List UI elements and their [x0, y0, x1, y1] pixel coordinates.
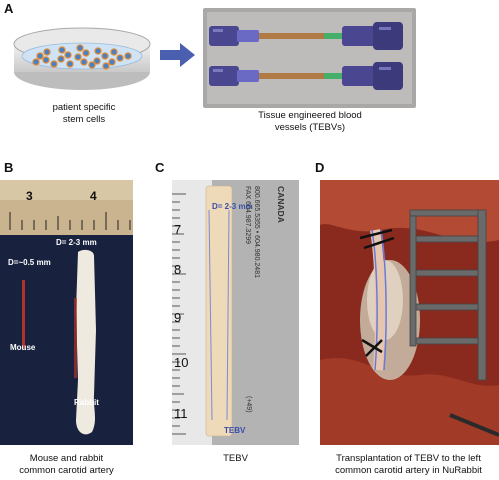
panel-d-caption: Transplantation of TEBV to the left comm… — [318, 453, 499, 477]
panel-b-caption-line-1: Mouse and rabbit — [29, 453, 104, 464]
panel-d-label: D — [315, 160, 325, 175]
panel-b-caption: Mouse and rabbit common carotid artery — [0, 453, 133, 477]
box-text-phone: 800.665.5355 • 604.980.2481 — [253, 186, 260, 278]
box-text-fax: FAX 604.987.3299 — [244, 186, 251, 244]
dish-caption-line-1: patient specific — [52, 102, 116, 113]
ruler-number-10: 10 — [174, 355, 189, 370]
petri-dish-illustration — [10, 26, 155, 94]
tebv-diameter-label: D= 2-3 mm — [212, 202, 253, 211]
ruler-number-9: 9 — [174, 310, 182, 325]
panel-a-label: A — [4, 1, 14, 16]
panel-d-surgery-photo — [320, 180, 499, 445]
ruler-number-7: 7 — [174, 222, 182, 237]
tebv-tag: TEBV — [224, 426, 246, 435]
box-text-rotated: CANADA — [269, 186, 287, 444]
panel-b-label: B — [4, 160, 14, 175]
rabbit-label: Rabbit — [74, 398, 99, 407]
ruler-number-11: 11 — [174, 406, 188, 421]
tebv-bioreactor-photo — [203, 8, 416, 108]
tebv-caption-line-1: Tissue engineered blood — [258, 110, 362, 121]
panel-c-overlay: 7 8 9 10 11 D= 2-3 mm TEBV CANADA 800.66… — [172, 180, 299, 445]
panel-b-photo — [0, 180, 133, 445]
panel-b-ruler-number-4: 4 — [90, 189, 97, 203]
box-text-intl: (+49) — [245, 396, 252, 413]
process-arrow-icon — [160, 42, 196, 68]
panel-d-caption-line-2: common carotid artery in NuRabbit — [335, 464, 482, 476]
panel-c-photo — [172, 180, 299, 445]
mouse-label: Mouse — [10, 343, 36, 352]
tebv-caption-line-2: vessels (TEBVs) — [274, 121, 346, 133]
panel-a-tebv-caption: Tissue engineered blood vessels (TEBVs) — [225, 110, 395, 134]
dish-caption-line-2: stem cells — [62, 113, 106, 125]
box-text-canada: CANADA — [276, 186, 286, 223]
mouse-diameter-label: D=~0.5 mm — [8, 258, 51, 267]
panel-b-caption-line-2: common carotid artery — [19, 464, 114, 476]
panel-a-dish-caption: patient specific stem cells — [14, 102, 154, 126]
box-text-intl-column: (+49) — [244, 396, 258, 436]
ruler-number-8: 8 — [174, 262, 182, 277]
rabbit-diameter-label: D= 2-3 mm — [56, 238, 97, 247]
panel-b-ruler-number-3: 3 — [26, 189, 33, 203]
panel-c-caption: TEBV — [172, 453, 299, 465]
panel-c-label: C — [155, 160, 165, 175]
panel-d-caption-line-1: Transplantation of TEBV to the left — [336, 453, 481, 464]
panel-c-caption-line-1: TEBV — [223, 453, 248, 464]
